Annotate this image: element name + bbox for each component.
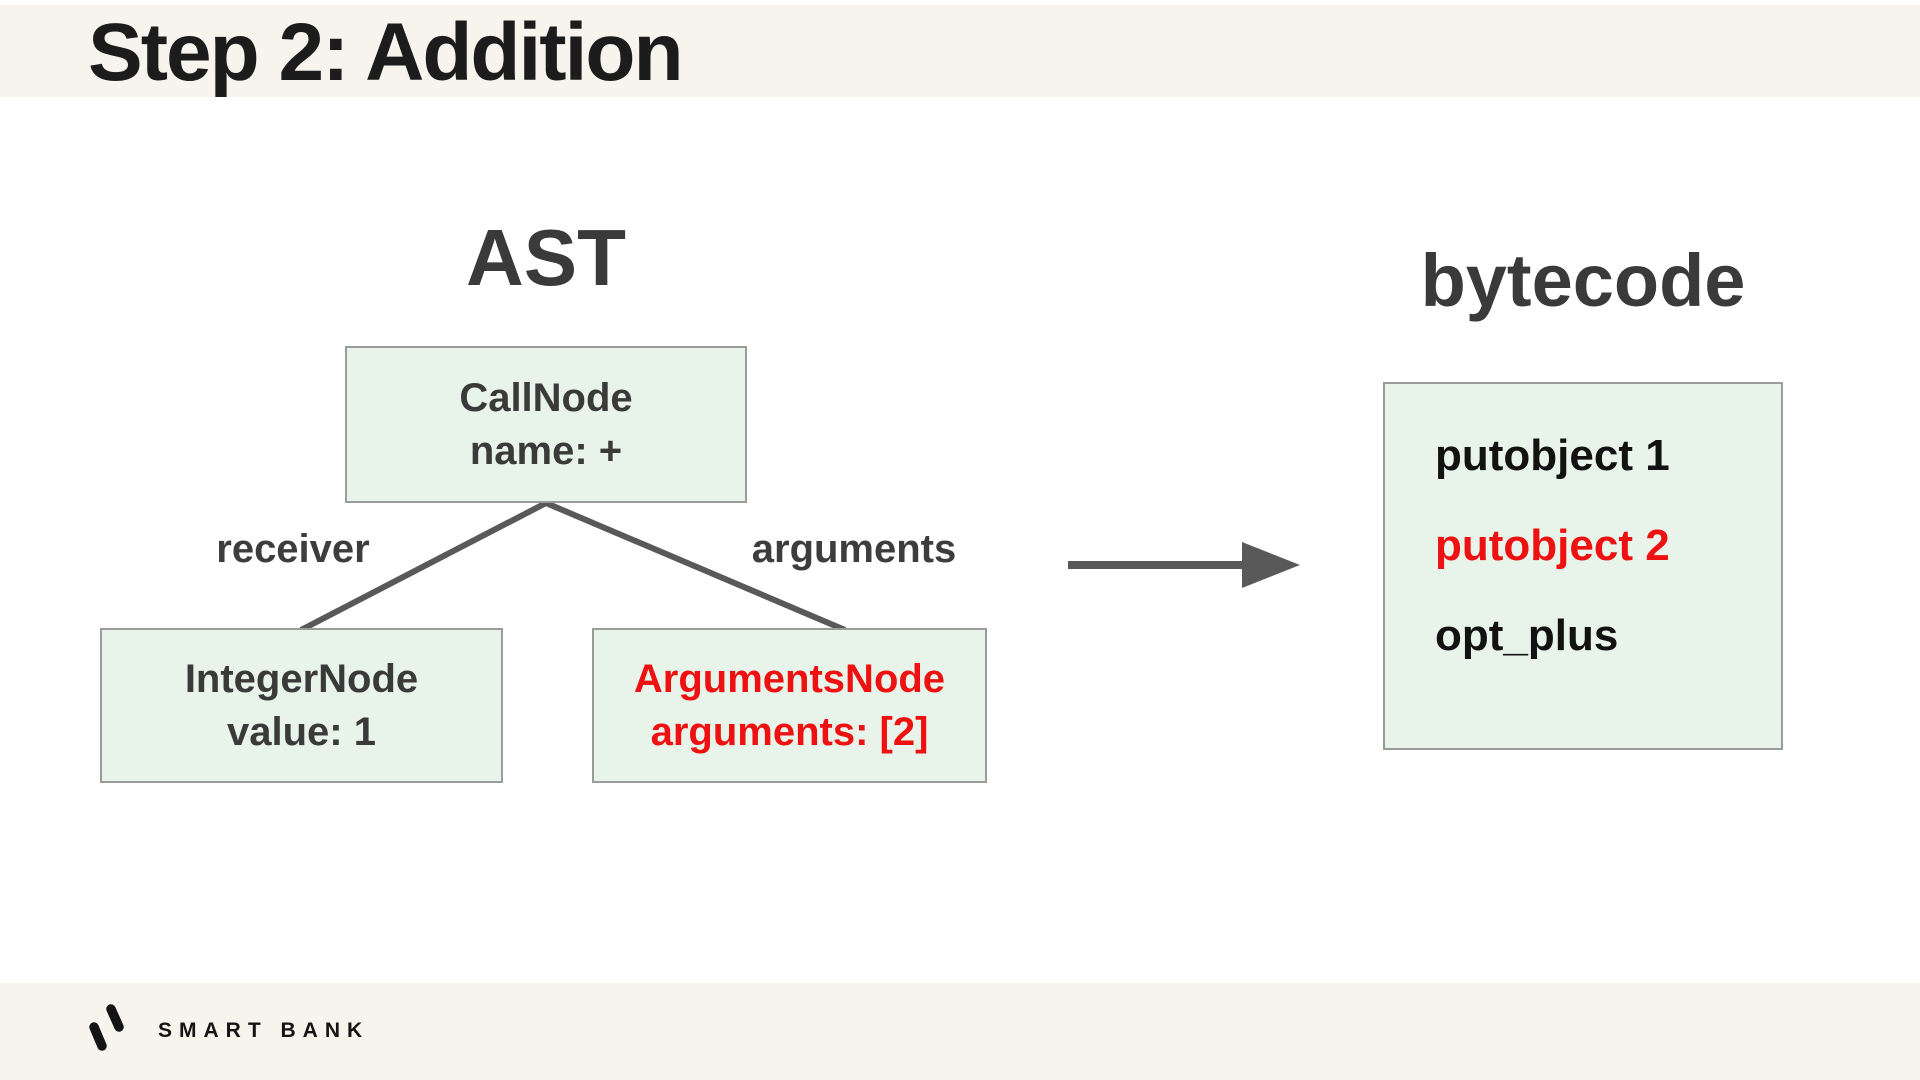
edge-label-receiver: receiver bbox=[216, 527, 370, 571]
node-attribute: arguments: [2] bbox=[650, 709, 929, 754]
node-name: IntegerNode bbox=[184, 656, 419, 701]
node-attribute: name: + bbox=[469, 428, 623, 473]
ast-heading: AST bbox=[466, 213, 626, 302]
bytecode-box: putobject 1 putobject 2 opt_plus bbox=[1383, 382, 1783, 750]
node-name: ArgumentsNode bbox=[633, 656, 946, 701]
page-title: Step 2: Addition bbox=[88, 7, 684, 98]
ast-node-callnode: CallNode name: + bbox=[345, 346, 747, 503]
node-name: CallNode bbox=[459, 375, 633, 420]
brand-logo: SMART BANK bbox=[80, 1000, 369, 1060]
bytecode-instruction: putobject 1 bbox=[1435, 431, 1670, 480]
logo-bar-lower bbox=[89, 1022, 107, 1051]
edge-label-arguments: arguments bbox=[751, 527, 957, 571]
bytecode-instruction: opt_plus bbox=[1435, 611, 1619, 660]
smartbank-logo-icon bbox=[89, 1004, 124, 1051]
footer-band bbox=[0, 983, 1920, 1080]
bytecode-heading: bytecode bbox=[1420, 239, 1746, 322]
title-band: Step 2: Addition bbox=[0, 5, 1920, 98]
logo-bar-upper bbox=[106, 1004, 124, 1032]
brand-name: SMART BANK bbox=[158, 1019, 370, 1042]
bytecode-instruction-highlighted: putobject 2 bbox=[1435, 521, 1670, 570]
ast-node-integernode: IntegerNode value: 1 bbox=[100, 628, 503, 783]
ast-node-argumentsnode: ArgumentsNode arguments: [2] bbox=[592, 628, 987, 783]
right-arrow-icon bbox=[1068, 542, 1300, 588]
arrow-head bbox=[1242, 542, 1300, 588]
node-attribute: value: 1 bbox=[227, 709, 376, 754]
